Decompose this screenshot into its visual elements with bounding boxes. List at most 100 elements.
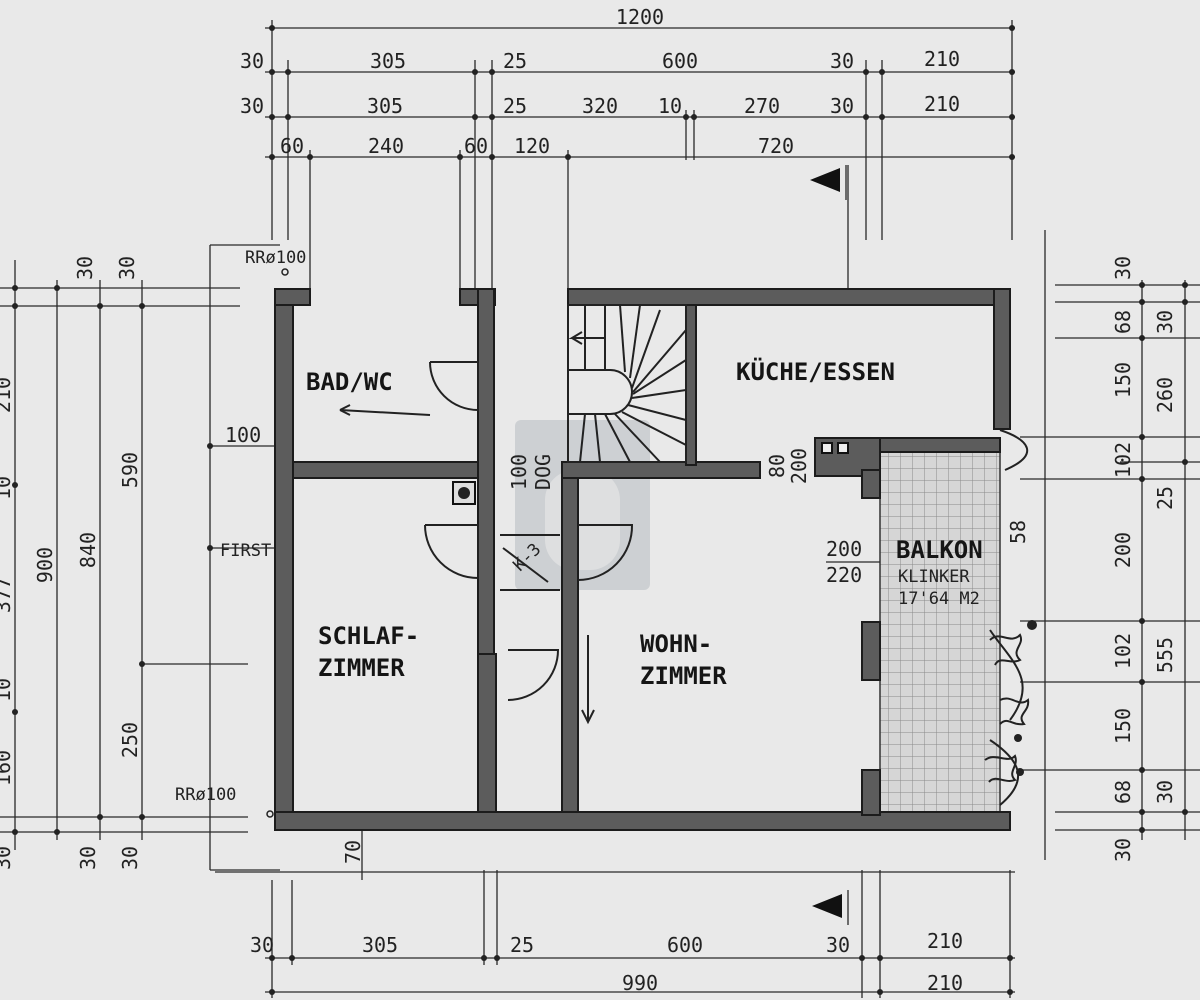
dim-top-r3-1: 60 (280, 134, 304, 158)
dim-top-r2-8: 210 (924, 92, 960, 116)
bottom-dimension-lines (215, 830, 1015, 998)
note-rr-bottom: RRø100 (175, 785, 236, 805)
top-dimension-labels: 1200 30 305 25 600 30 210 30 305 25 320 … (240, 5, 960, 158)
dim-left-30c: 30 (76, 846, 100, 870)
dim-right-30d: 30 (1111, 838, 1135, 862)
dim-bottom-r2-2: 210 (927, 971, 963, 995)
dim-top-r1-4: 600 (662, 49, 698, 73)
note-balcony-220: 220 (826, 563, 862, 587)
note-klinker: KLINKER (898, 567, 970, 587)
right-dimension-lines (1020, 230, 1200, 860)
dim-left-edge-30: 30 (0, 846, 15, 870)
right-dimension-labels: 30 68 30 150 260 102 25 200 102 555 150 … (1111, 256, 1177, 862)
note-balcony-200: 200 (826, 537, 862, 561)
dim-left-edge-160: 160 (0, 750, 15, 786)
dim-right-30b: 30 (1153, 310, 1177, 334)
dim-top-r1-1: 30 (240, 49, 264, 73)
dim-bottom-70: 70 (341, 840, 365, 864)
annotations: RRø100 RRø100 FIRST 100 DOG 80 200 200 2… (175, 248, 1030, 818)
dim-top-r2-1: 30 (240, 94, 264, 118)
note-dog: DOG (531, 454, 555, 490)
dim-left-100: 100 (225, 423, 261, 447)
dim-top-r3-3: 60 (464, 134, 488, 158)
dim-right-30a: 30 (1111, 256, 1135, 280)
top-dimension-lines (265, 20, 1015, 290)
dim-top-r1-2: 305 (370, 49, 406, 73)
label-bedroom-2: ZIMMER (318, 654, 405, 682)
section-marker-bottom (812, 894, 842, 918)
label-living-1: WOHN- (640, 630, 712, 658)
note-door-100: 100 (507, 454, 531, 490)
dim-right-260: 260 (1153, 377, 1177, 413)
label-bedroom-1: SCHLAF- (318, 622, 419, 650)
room-labels: BAD/WC KÜCHE/ESSEN BALKON SCHLAF- ZIMMER… (306, 356, 983, 690)
note-kitchen-80: 80 (765, 454, 789, 478)
label-balcony: BALKON (896, 536, 983, 564)
staircase (567, 304, 687, 463)
note-balcony-58: 58 (1006, 520, 1030, 544)
note-rr-top: RRø100 (245, 248, 306, 268)
dim-bottom-r1-1: 30 (250, 933, 274, 957)
dim-bottom-r1-2: 305 (362, 933, 398, 957)
chimney (821, 442, 849, 454)
dim-left-840: 840 (76, 532, 100, 568)
dim-right-150a: 150 (1111, 362, 1135, 398)
dim-left-250: 250 (118, 722, 142, 758)
dim-top-r1-6: 210 (924, 47, 960, 71)
dim-top-r2-3: 25 (503, 94, 527, 118)
section-marker-top (810, 168, 840, 192)
dim-right-68b: 68 (1111, 780, 1135, 804)
dim-right-25: 25 (1153, 486, 1177, 510)
dim-top-r2-5: 10 (658, 94, 682, 118)
dim-bottom-r1-6: 210 (927, 929, 963, 953)
dim-bottom-r2-1: 990 (622, 971, 658, 995)
bottom-dimension-ticks (269, 955, 1013, 995)
label-kitchen: KÜCHE/ESSEN (736, 356, 895, 386)
label-living-2: ZIMMER (640, 662, 727, 690)
label-bath: BAD/WC (306, 368, 393, 396)
dim-right-150b: 150 (1111, 708, 1135, 744)
dim-right-30c: 30 (1153, 780, 1177, 804)
dim-top-r1-5: 30 (830, 49, 854, 73)
dim-bottom-r1-5: 30 (826, 933, 850, 957)
walls (274, 288, 1011, 831)
dim-left-edge-10b: 10 (0, 678, 15, 702)
dim-right-102b: 102 (1111, 633, 1135, 669)
note-first: FIRST (220, 541, 271, 561)
dim-right-555: 555 (1153, 637, 1177, 673)
left-dimension-labels: 30 30 900 840 590 250 30 30 100 10 160 1… (0, 256, 261, 870)
left-dimension-ticks (12, 285, 213, 835)
dim-bottom-r1-4: 600 (667, 933, 703, 957)
dim-top-r1-3: 25 (503, 49, 527, 73)
dim-left-30d: 30 (118, 846, 142, 870)
dim-top-r3-2: 240 (368, 134, 404, 158)
dim-right-102a: 102 (1111, 442, 1135, 478)
note-area: 17'64 M2 (898, 589, 980, 609)
dim-top-overall: 1200 (616, 5, 664, 29)
dim-right-200: 200 (1111, 532, 1135, 568)
dim-left-590: 590 (118, 452, 142, 488)
dim-top-r2-6: 270 (744, 94, 780, 118)
dim-left-30a: 30 (73, 256, 97, 280)
shaft (452, 481, 476, 505)
dim-top-r2-4: 320 (582, 94, 618, 118)
balcony-floor-tiles (879, 437, 1001, 814)
top-dimension-ticks (269, 25, 1015, 160)
dim-left-edge-10a: 10 (0, 476, 15, 500)
dim-top-r3-4: 120 (514, 134, 550, 158)
dim-left-edge-210: 210 (0, 377, 15, 413)
dim-left-900: 900 (33, 547, 57, 583)
note-kitchen-200: 200 (787, 448, 811, 484)
dim-top-r2-2: 305 (367, 94, 403, 118)
left-dimension-lines (0, 244, 285, 871)
dim-top-r2-7: 30 (830, 94, 854, 118)
dim-bottom-r1-3: 25 (510, 933, 534, 957)
right-dimension-ticks (1139, 282, 1188, 833)
bottom-dimension-labels: 30 305 25 600 30 210 990 210 70 (250, 840, 963, 995)
dim-top-r3-5: 720 (758, 134, 794, 158)
dim-left-edge-377: 377 (0, 577, 15, 613)
plant-sketches (984, 620, 1037, 783)
dim-right-68a: 68 (1111, 310, 1135, 334)
dim-left-30b: 30 (115, 256, 139, 280)
